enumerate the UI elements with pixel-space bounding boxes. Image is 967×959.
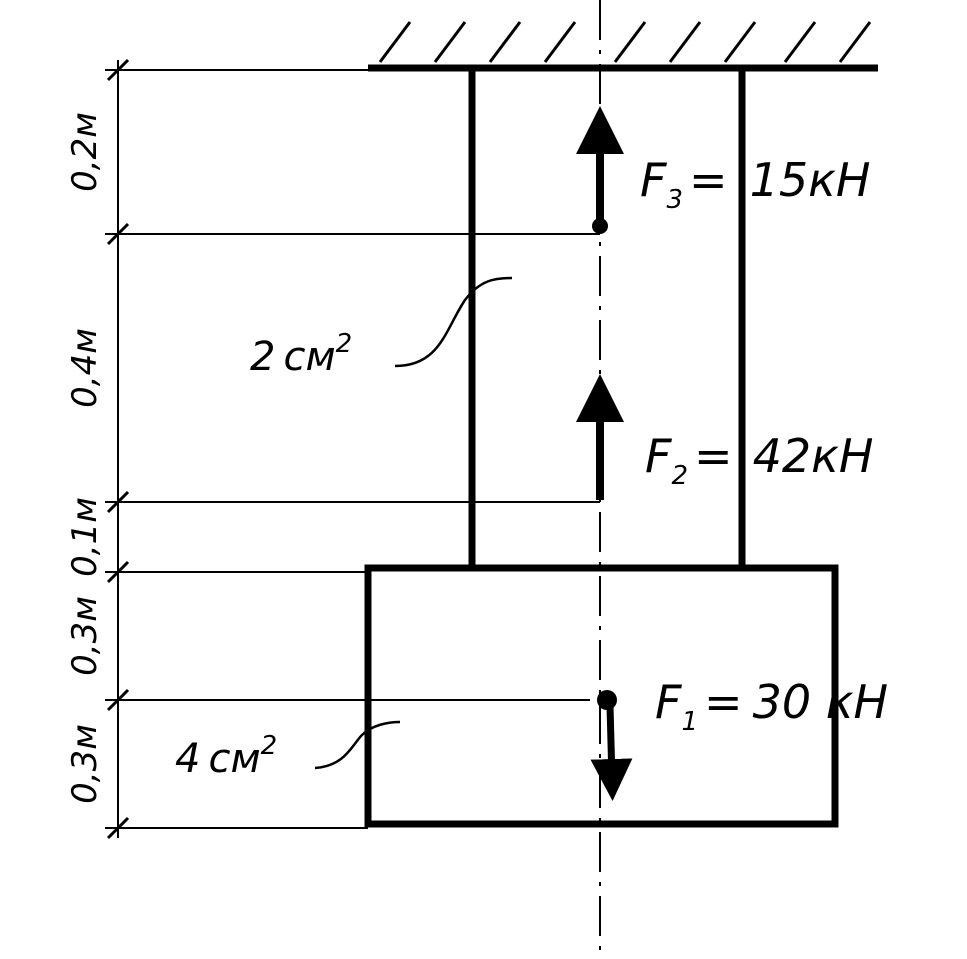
force-f3-index: 3 (666, 185, 683, 215)
area-lower-power: 2 (261, 731, 278, 761)
force-f1-equals: = (704, 675, 743, 729)
lower-section (364, 564, 839, 828)
segment-length-3: 0,1м (65, 497, 105, 577)
force-f1-value: 30 кН (753, 675, 889, 729)
leader-line-lower (314, 720, 401, 770)
leader-line-upper (394, 276, 513, 368)
force-f1-index: 1 (681, 707, 698, 737)
force-f2: F2= 42кН (576, 374, 873, 500)
svg-text:F2=42кН: F2= 42кН (645, 429, 873, 491)
force-f1: F1=30 кН (590, 675, 888, 801)
svg-text:F1=30 кН: F1=30 кН (655, 675, 888, 737)
bar-body (364, 70, 839, 828)
force-f2-index: 2 (671, 461, 688, 491)
segment-length-1: 0,2м (65, 112, 105, 192)
force-f1-application-point (597, 690, 617, 710)
force-f1-arrow (590, 705, 633, 801)
force-f2-value: 42кН (753, 429, 874, 483)
area-upper-value: 2 (250, 334, 275, 380)
area-lower-unit: см (208, 736, 260, 782)
force-f3-value: 15кН (750, 153, 871, 207)
force-f3-symbol: F (640, 153, 667, 207)
force-f3-equals: = (689, 153, 728, 207)
area-upper-power: 2 (336, 329, 353, 359)
force-f3: F3= 15кН (576, 106, 870, 234)
segment-length-5: 0,3м (65, 724, 105, 804)
dimension-chain (105, 58, 600, 840)
segment-length-4: 0,3м (65, 596, 105, 676)
area-upper-unit: см (283, 334, 335, 380)
force-f1-symbol: F (655, 675, 682, 729)
force-f2-equals: = (694, 429, 733, 483)
area-lower-value: 4 (175, 736, 200, 782)
svg-text:F3=15кН: F3= 15кН (640, 153, 870, 215)
segment-length-2: 0,4м (65, 328, 105, 408)
force-f2-symbol: F (645, 429, 672, 483)
fixed-support (368, 21, 878, 72)
